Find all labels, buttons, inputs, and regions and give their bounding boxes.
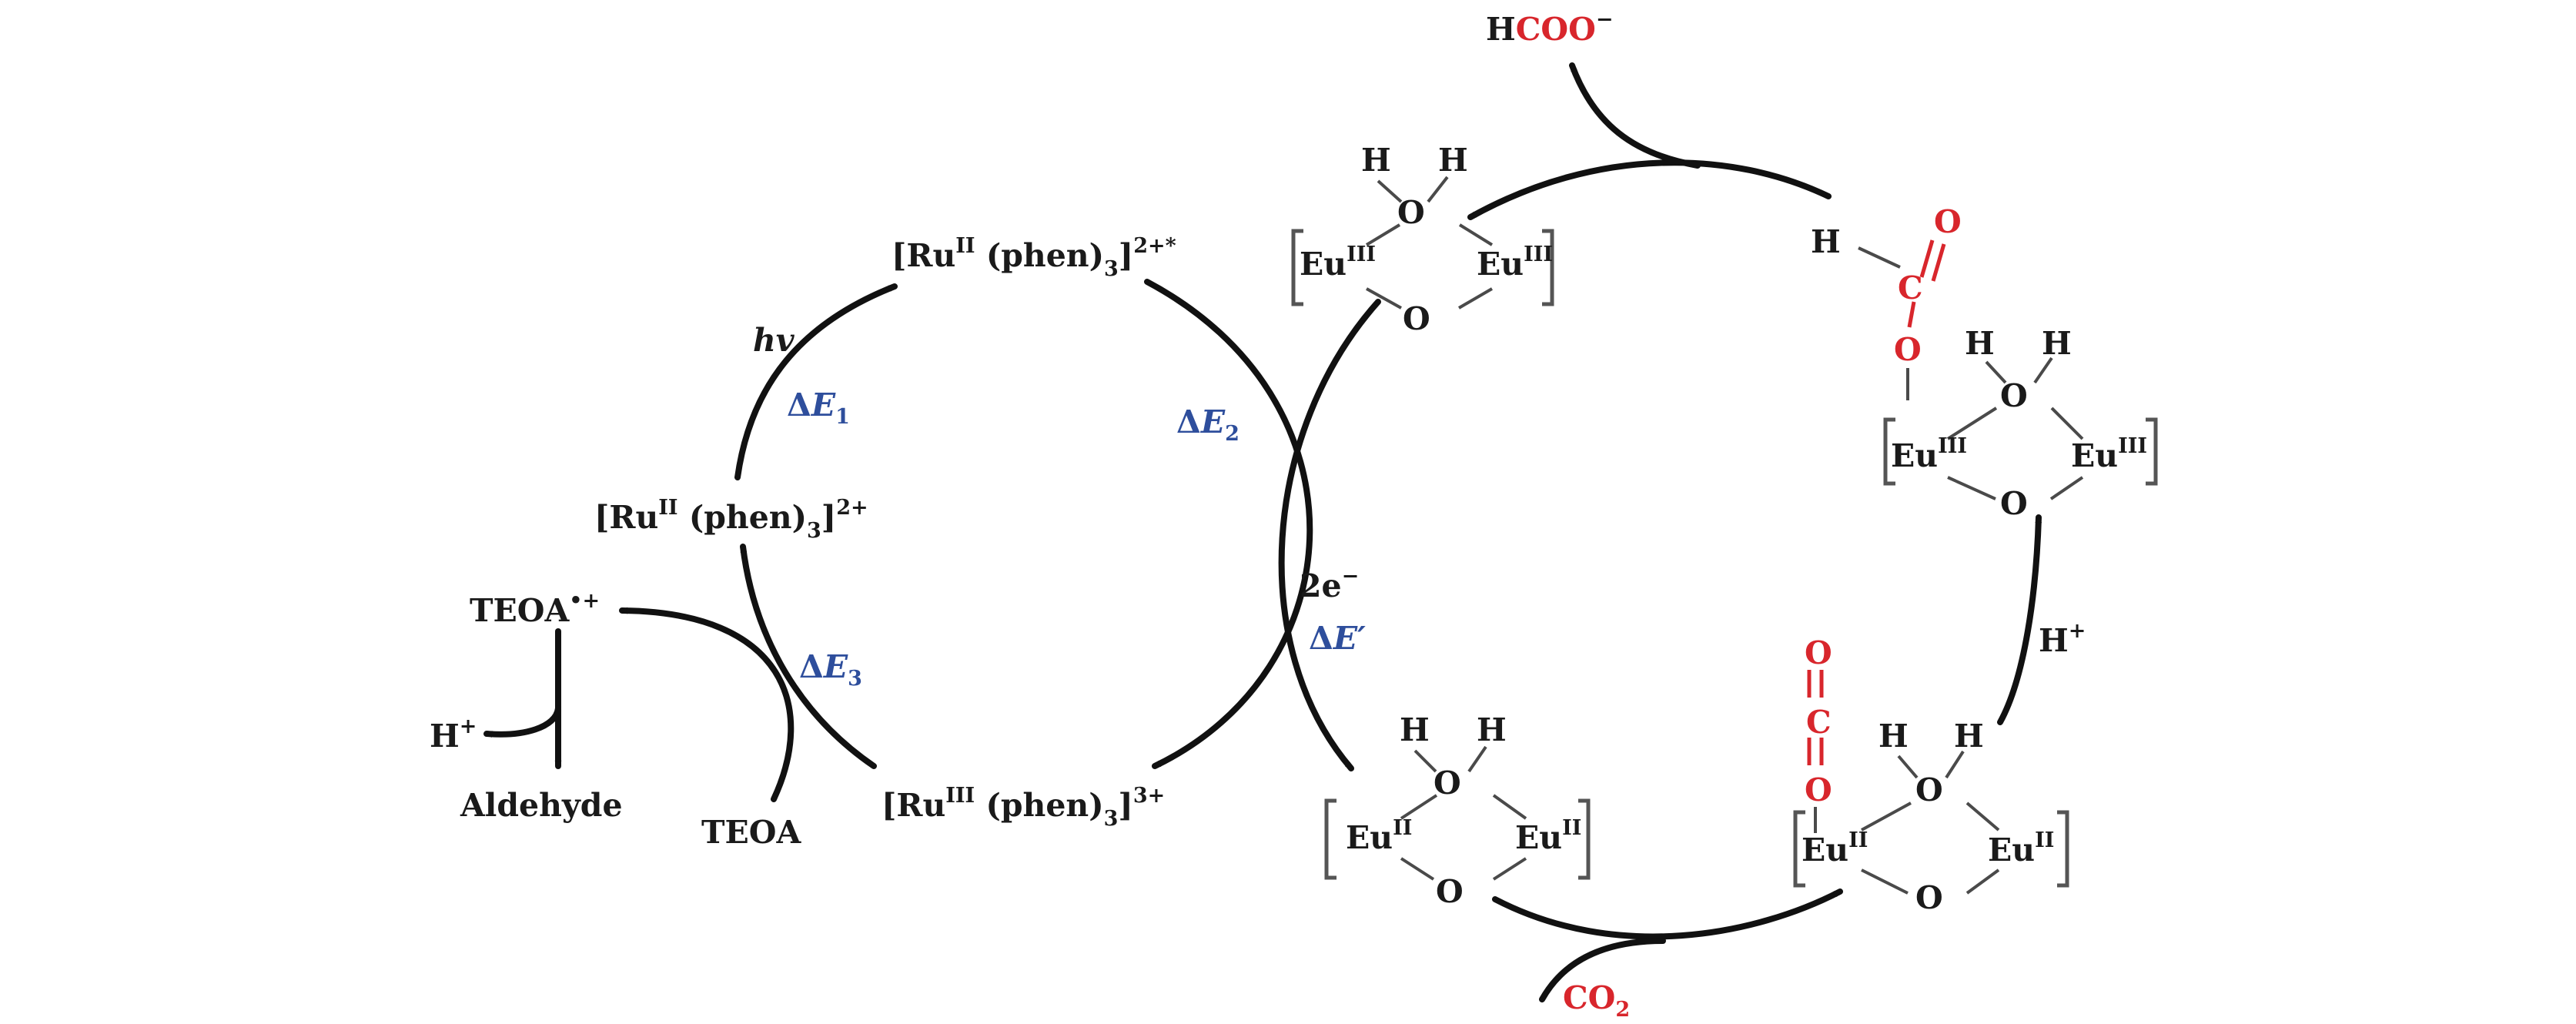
proton-label-left: H+ [430,714,477,755]
svg-text:O: O [1434,765,1461,801]
oxidative-quench-arrow [1144,279,1313,769]
svg-text:O: O [2000,485,2028,522]
svg-text:H: H [1400,711,1430,748]
svg-text:H: H [1954,718,1984,755]
svg-text:EuIII: EuIII [1300,243,1376,283]
svg-text:C: C [1898,269,1923,306]
delta-e2-label: ΔE2 [1176,403,1239,446]
svg-text:O: O [1436,873,1464,910]
delta-e3-label: ΔE3 [799,648,862,691]
svg-text:O: O [1934,203,1962,240]
svg-text:H: H [2042,325,2072,362]
svg-text:H: H [1477,711,1507,748]
svg-text:O: O [1894,331,1922,368]
electron-transfer-arrow [1278,299,1381,771]
svg-text:O: O [1397,194,1425,231]
svg-text:H: H [1965,325,1995,362]
ru-excited-label: [RuII (phen)3]2+* [892,234,1176,281]
teoa-oxidation-arrow [619,607,795,802]
co2-label: CO2 [1563,979,1630,1022]
reduction-arrow [740,544,877,769]
co2-binding-arrow [1492,888,1843,940]
eu-ii-co2-complex: O C O H H O O EuII EuII [1793,634,2069,916]
svg-text:O: O [1403,300,1430,337]
svg-text:EuII: EuII [1988,828,2054,868]
photon-label: hv [753,322,795,359]
svg-text:EuII: EuII [1515,816,1581,856]
formate-label: HCOO− [1486,8,1613,48]
svg-text:O: O [2000,377,2028,414]
ru-ground-label: [RuII (phen)3]2+ [594,496,868,543]
svg-text:H: H [1361,142,1391,179]
regeneration-arrow [1467,159,1832,220]
svg-text:EuIII: EuIII [1477,243,1553,283]
svg-text:O: O [1915,771,1943,808]
eu-iii-formate-complex: H O C O H H O O EuIII EuIII [1811,203,2158,522]
delta-e-prime-label: ΔE′ [1309,620,1366,657]
two-electron-label: 2e− [1300,564,1359,604]
delta-e1-label: ΔE1 [787,387,850,429]
proton-release-arrow [483,705,561,738]
proton-label-right: H+ [2039,619,2086,659]
svg-text:EuII: EuII [1346,816,1412,856]
teoa-radical-label: TEOA•+ [470,589,600,629]
eu-ii-complex-bottom: H H O O EuII EuII [1324,711,1591,910]
svg-text:C: C [1806,704,1832,741]
aldehyde-label: Aldehyde [460,787,623,824]
svg-text:O: O [1805,771,1832,808]
svg-text:EuIII: EuIII [1891,434,1967,474]
svg-text:EuII: EuII [1802,828,1868,868]
svg-text:EuIII: EuIII [2071,434,2147,474]
svg-text:O: O [1915,879,1943,916]
svg-text:H: H [1811,223,1841,260]
teoa-label: TEOA [701,814,801,851]
protonation-arrow [1997,514,2042,725]
svg-text:H: H [1878,718,1909,755]
eu-iii-complex-top: H H O O EuIII EuIII [1291,142,1554,337]
co2-feed-arrow [1539,938,1666,1002]
formate-release-arrow [1569,62,1701,169]
ru-oxidized-label: [RuIII (phen)3]3+ [882,784,1165,831]
svg-text:H: H [1438,142,1468,179]
excitation-arrow [734,283,898,480]
svg-text:O: O [1805,634,1832,671]
